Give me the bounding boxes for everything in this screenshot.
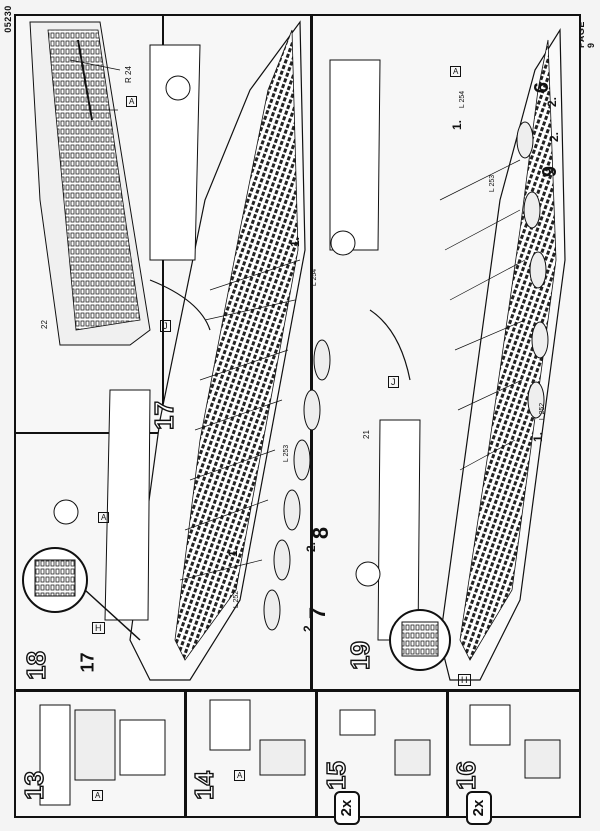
label-l253-18: L 253	[283, 444, 291, 463]
label-j-18: J	[160, 320, 171, 332]
label-sub-1a: 1.	[226, 546, 241, 558]
label-sub-2d: 2.	[547, 131, 562, 143]
label-big-6: 6	[531, 81, 554, 94]
label-a-19: A	[450, 66, 462, 77]
label-21: 21	[361, 430, 371, 439]
label-sub-1b: 1.	[288, 236, 303, 248]
step-16-multiplier: 2x	[466, 791, 492, 825]
label-l252-19: L 252	[539, 402, 547, 421]
label-j-19: J	[388, 376, 399, 388]
step-16-number: 16	[450, 760, 481, 790]
step-19-number: 19	[344, 640, 375, 670]
label-a-17: A	[126, 96, 138, 107]
label-sub-2c: 2.	[545, 96, 560, 108]
label-17-ref: 17	[77, 652, 98, 673]
label-sub-2a: 2.	[301, 621, 316, 633]
step-17-hull	[29, 21, 151, 346]
step-17-number: 17	[148, 400, 179, 430]
label-a-18: A	[98, 512, 110, 523]
label-sub-1d: 1.	[531, 431, 546, 443]
label-sub-1c: 1.	[450, 119, 465, 131]
step-14-number: 14	[188, 770, 219, 800]
label-sub-2b: 2.	[304, 541, 319, 553]
label-a-14: A	[234, 770, 246, 781]
label-h-18: H	[92, 622, 105, 634]
label-a-13: A	[92, 790, 104, 801]
step-15-multiplier: 2x	[334, 791, 360, 825]
label-l252-18: L 252	[233, 590, 241, 609]
label-22: 22	[39, 320, 49, 329]
step-16-drawing	[469, 704, 561, 779]
label-big-7: 7	[305, 606, 331, 620]
label-l253-19: L 253	[489, 174, 497, 193]
step-19-ship	[329, 27, 566, 681]
step-13-drawing	[39, 704, 166, 806]
label-r24: R 24	[123, 66, 133, 83]
step-18-number: 18	[20, 650, 51, 680]
label-h-19: H	[458, 674, 471, 686]
label-l254-18: L 254	[311, 268, 319, 287]
step-15-number: 15	[320, 760, 351, 790]
label-big-9: 9	[539, 165, 562, 178]
step-13-number: 13	[18, 770, 49, 800]
label-big-8: 8	[308, 526, 334, 540]
step-18-ship	[22, 20, 331, 681]
label-l254-19: L 254	[459, 90, 467, 109]
step-15-drawing	[339, 709, 431, 776]
step-14-drawing	[209, 699, 306, 776]
